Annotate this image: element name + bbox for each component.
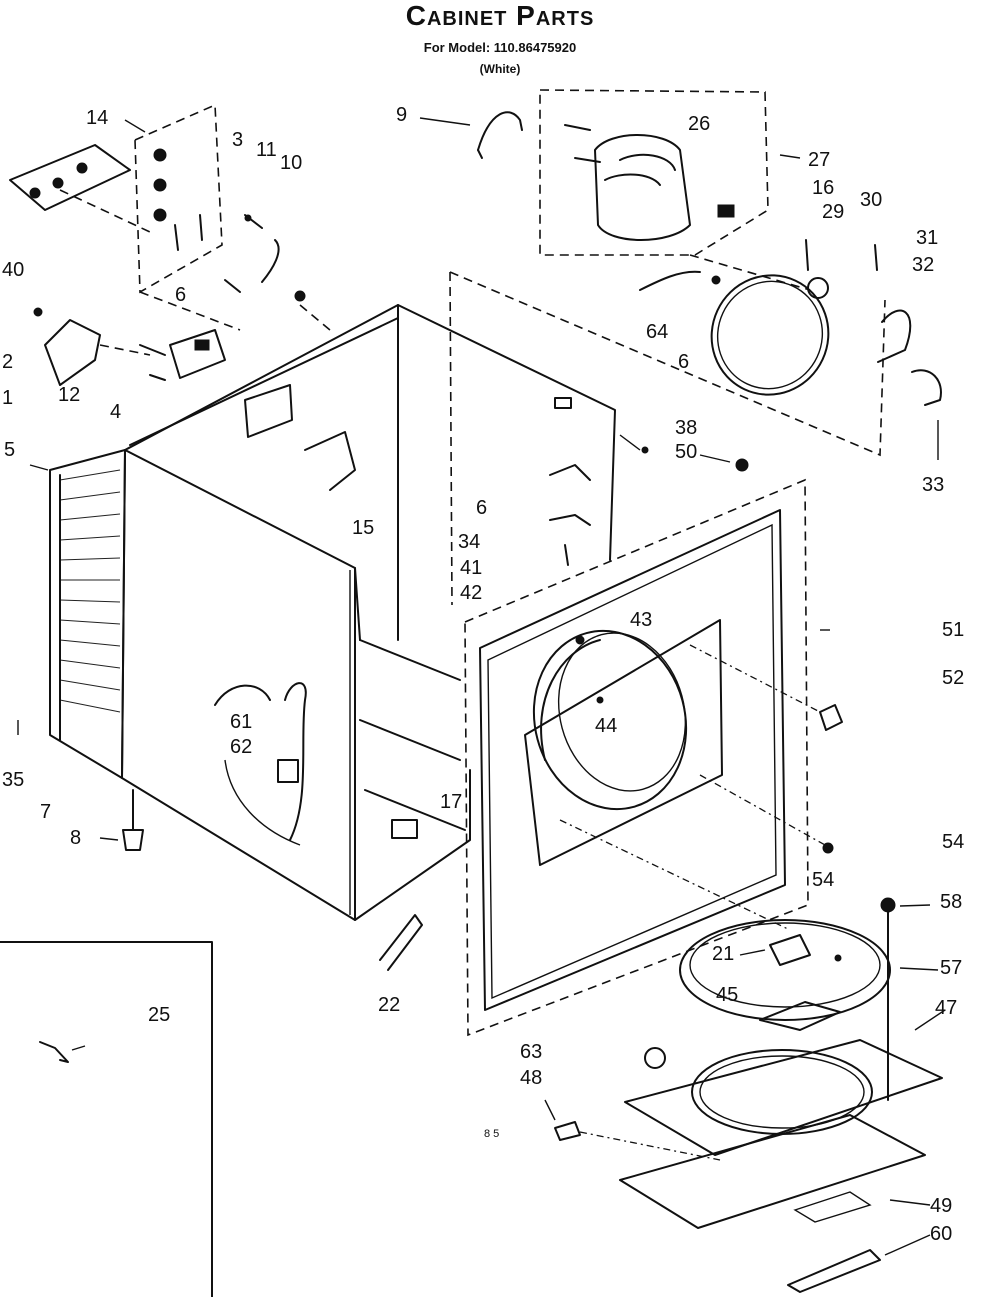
callout-62: 62: [230, 736, 253, 758]
callout-38: 38: [675, 417, 698, 439]
front-panel-hardware: [559, 635, 843, 931]
callout-7: 7: [40, 801, 52, 823]
motor-wire-lead: [639, 270, 721, 291]
callout-45: 45: [716, 984, 739, 1006]
callout-60: 60: [930, 1223, 953, 1245]
callout-47: 47: [935, 997, 958, 1019]
console-panel: [9, 144, 151, 233]
cabinet-body: [121, 304, 616, 921]
callout-35: 35: [2, 769, 25, 791]
base-duct: [379, 819, 423, 971]
motor-mount-bracket: [477, 111, 523, 159]
callout-26: 26: [688, 113, 711, 135]
door-hinge-bracket: [769, 897, 896, 1101]
callout-8: 8: [70, 827, 82, 849]
rear-panel: [49, 449, 126, 779]
small-fasteners-top: [224, 214, 331, 331]
callout-42: 42: [460, 582, 483, 604]
callout-31: 31: [916, 227, 939, 249]
callout-9: 9: [396, 104, 408, 126]
callout-14: 14: [86, 107, 109, 129]
drive-belt: [710, 274, 830, 396]
model-color: (White): [479, 62, 521, 76]
callout-52: 52: [942, 667, 965, 689]
callout-29: 29: [822, 201, 845, 223]
callout-63: 63: [520, 1041, 543, 1063]
callout-64: 64: [646, 321, 669, 343]
door-hinge-parts: [549, 397, 749, 566]
callout-12: 12: [58, 384, 81, 406]
door-opening-seal: [532, 629, 688, 811]
idler-pulley-assembly: [805, 239, 942, 460]
callout-2: 2: [2, 351, 14, 373]
callout-57: 57: [940, 957, 963, 979]
front-panel-outline: [449, 271, 886, 1037]
callout-16: 16: [812, 177, 835, 199]
callout-22: 22: [378, 994, 401, 1016]
callout-50: 50: [675, 441, 698, 463]
switch-plate: [33, 307, 151, 386]
door-strike-screw: [554, 1121, 721, 1161]
callout-49: 49: [930, 1195, 953, 1217]
callout-6-control: 6: [175, 284, 187, 306]
callout-4: 4: [110, 401, 122, 423]
callout-11: 11: [256, 139, 277, 161]
callout-6-motor: 6: [678, 351, 690, 373]
door-gasket: [679, 919, 891, 1031]
callout-54-lower: 54: [812, 869, 835, 891]
control-bracket: [134, 103, 241, 331]
leader-lines: [17, 117, 946, 1256]
callout-33: 33: [922, 474, 945, 496]
callout-5: 5: [4, 439, 16, 461]
front-panel: [479, 509, 786, 1011]
callout-21: 21: [712, 943, 735, 965]
callout-34: 34: [458, 531, 481, 553]
callout-3: 3: [232, 129, 244, 151]
rear-support-bracket: [244, 384, 356, 491]
leveling-leg: [99, 789, 144, 851]
motor-assembly: [539, 89, 811, 291]
callout-32: 32: [912, 254, 935, 276]
callout-6-hinge: 6: [476, 497, 488, 519]
callout-40: 40: [2, 259, 25, 281]
callout-17: 17: [440, 791, 463, 813]
callout-27: 27: [808, 149, 831, 171]
callout-30: 30: [860, 189, 883, 211]
callout-58: 58: [940, 891, 963, 913]
callout-10: 10: [280, 152, 303, 174]
model-number: For Model: 110.86475920: [423, 40, 577, 55]
inner-door-panel: [619, 1114, 926, 1293]
callout-25: 25: [148, 1004, 171, 1026]
callout-1: 1: [2, 387, 14, 409]
power-cord-assembly: [214, 682, 307, 846]
callout-15: 15: [352, 517, 375, 539]
callout-41: 41: [460, 557, 483, 579]
callout-61: 61: [230, 711, 253, 733]
callout-54-right: 54: [942, 831, 965, 853]
terminal-block: [139, 329, 226, 381]
callout-51: 51: [942, 619, 965, 641]
callout-43: 43: [630, 609, 653, 631]
inset-detail-box: [0, 941, 213, 1297]
callout-44: 44: [595, 715, 618, 737]
callout-48: 48: [520, 1067, 543, 1089]
diagram-title: Cabinet Parts: [405, 0, 595, 31]
page-code: 8 5: [484, 1128, 500, 1140]
